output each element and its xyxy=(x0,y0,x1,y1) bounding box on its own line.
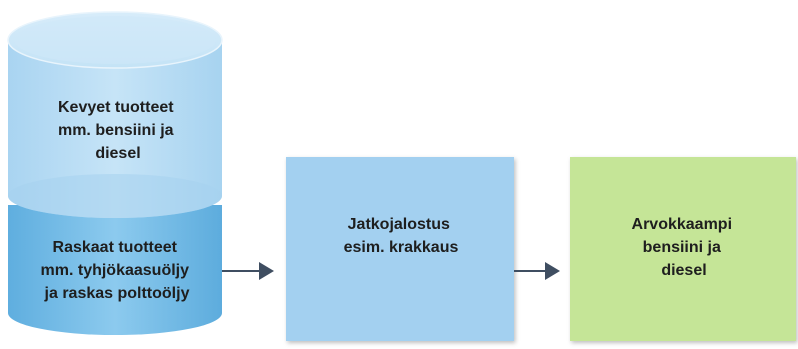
result-box-label: Arvokkaampi bensiini ja diesel xyxy=(632,216,737,279)
cylinder-bottom-section xyxy=(8,205,222,335)
process-box-line-1: Jatkojalostus xyxy=(348,216,450,233)
result-box-line-1: Arvokkaampi xyxy=(632,216,733,233)
result-box-line-3: diesel xyxy=(661,262,706,279)
arrow-2 xyxy=(514,262,560,280)
storage-cylinder: Kevyet tuotteet mm. bensiini ja diesel R… xyxy=(7,11,223,335)
cylinder-top-label: Kevyet tuotteet mm. bensiini ja diesel xyxy=(58,99,178,162)
arrow-1-head-icon xyxy=(259,262,274,280)
cylinder-bottom-label: Raskaat tuotteet mm. tyhjökaasuöljy ja r… xyxy=(41,239,194,302)
cylinder-bottom-line-2: mm. tyhjökaasuöljy xyxy=(41,262,190,279)
cylinder-top-cap-inner xyxy=(14,16,216,64)
cylinder-top-line-1: Kevyet tuotteet xyxy=(58,99,174,116)
cylinder-top-section xyxy=(8,40,222,218)
cylinder-bottom-line-3: ja raskas polttoöljy xyxy=(44,285,190,302)
cylinder-top-line-3: diesel xyxy=(95,145,140,162)
cylinder-layer-divider xyxy=(8,174,222,218)
process-box: Jatkojalostus esim. krakkaus xyxy=(286,157,514,341)
result-box-line-2: bensiini ja xyxy=(643,239,721,256)
cylinder-top-line-2: mm. bensiini ja xyxy=(58,122,174,139)
arrow-1 xyxy=(222,262,274,280)
process-box-line-2: esim. krakkaus xyxy=(344,239,459,256)
result-box-rect xyxy=(570,157,796,341)
arrow-2-head-icon xyxy=(545,262,560,280)
process-box-rect xyxy=(286,157,514,341)
cylinder-bottom-line-1: Raskaat tuotteet xyxy=(53,239,178,256)
process-box-label: Jatkojalostus esim. krakkaus xyxy=(344,216,459,256)
result-box: Arvokkaampi bensiini ja diesel xyxy=(570,157,796,341)
